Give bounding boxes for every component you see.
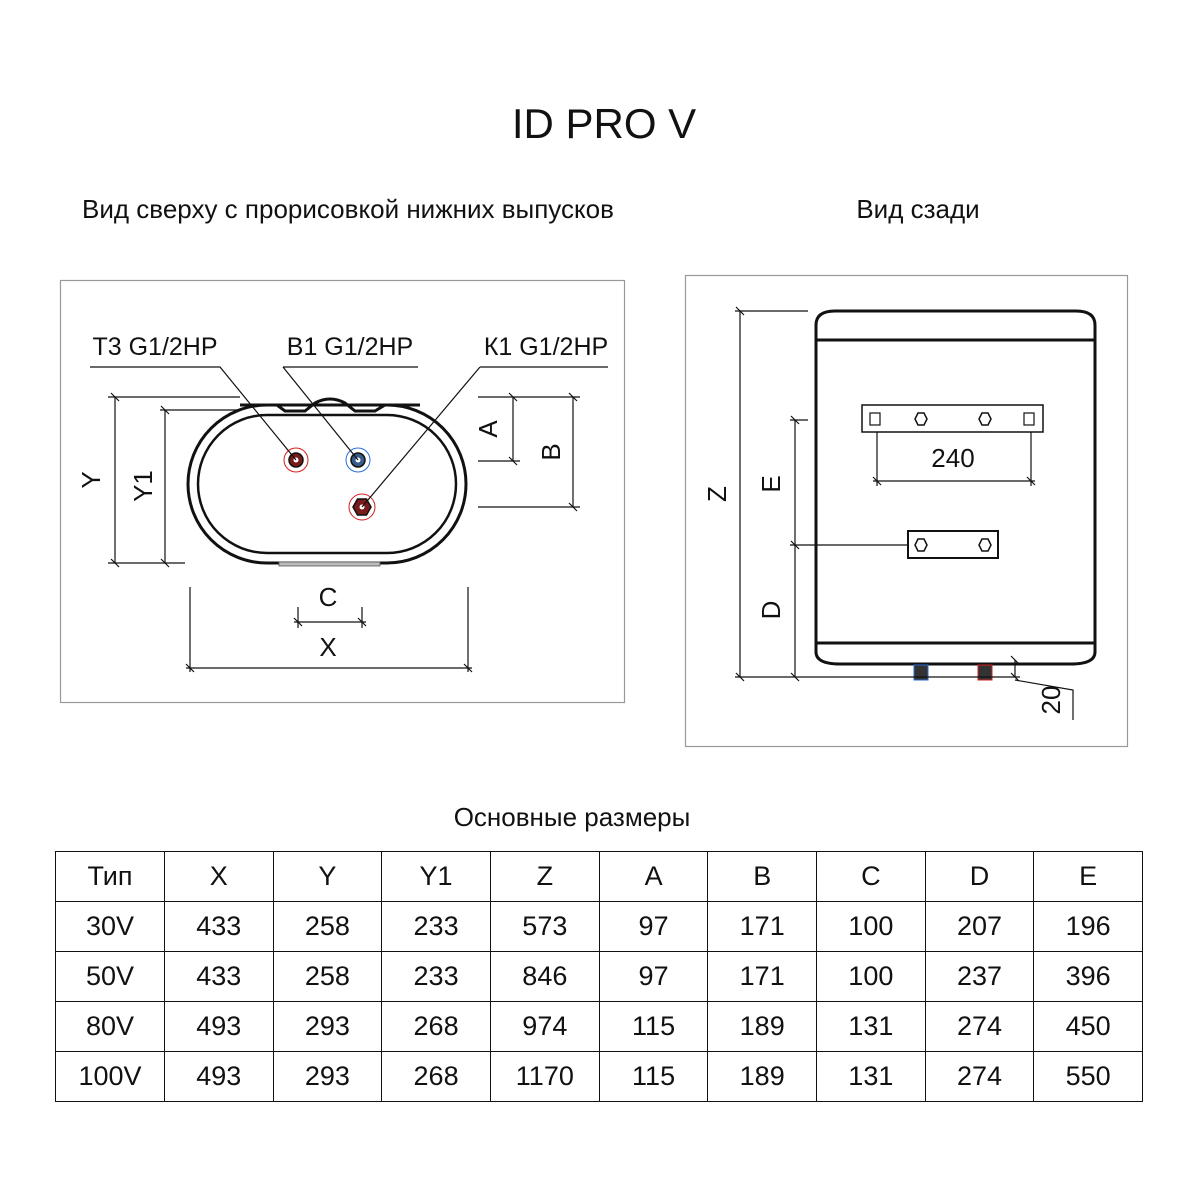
table-cell: 268 (381, 1001, 491, 1052)
cold-outlet (913, 664, 929, 681)
dim-bracket-240: 240 (931, 443, 974, 473)
table-cell: 433 (163, 951, 274, 1002)
dim-x: X (319, 632, 336, 662)
tank-bottom-cap (814, 641, 1097, 666)
label-b1: В1 G1/2HP (287, 333, 413, 361)
dim-y1: Y1 (128, 470, 158, 502)
table-header-cell: Z (489, 851, 600, 902)
tank-outline-inner (196, 413, 458, 555)
table-header-cell: Тип (55, 851, 165, 902)
table-cell: 207 (924, 901, 1035, 952)
tank-body (814, 340, 1097, 643)
dim-offset-20: 20 (1036, 686, 1066, 715)
table-header-cell: D (924, 851, 1035, 902)
dim-c: C (319, 582, 338, 612)
table-header-cell: X (163, 851, 274, 902)
table-cell: 100 (816, 901, 926, 952)
table-cell: 493 (163, 1001, 274, 1052)
table-cell: 171 (707, 901, 818, 952)
table-cell: 97 (598, 951, 709, 1002)
tank-outline-outer (186, 403, 468, 565)
lower-bracket (907, 530, 999, 559)
tank-top-cap (814, 309, 1097, 342)
table-header-cell: A (598, 851, 709, 902)
back-view-panel: 240 Z E D 20 (684, 274, 1129, 748)
table-cell: 80V (55, 1001, 165, 1052)
table-cell: 131 (816, 1051, 926, 1102)
table-cell: 50V (55, 951, 165, 1002)
dim-b: B (536, 443, 566, 460)
table-cell: 189 (707, 1051, 818, 1102)
table-cell: 493 (163, 1051, 274, 1102)
table-cell: 196 (1033, 901, 1143, 952)
table-cell: 396 (1033, 951, 1143, 1002)
dim-e: E (756, 475, 786, 492)
table-cell: 115 (598, 1051, 709, 1102)
table-cell: 258 (272, 951, 383, 1002)
table-cell: 233 (381, 951, 491, 1002)
table-cell: 237 (924, 951, 1035, 1002)
table-cell: 274 (924, 1001, 1035, 1052)
table-cell: 846 (489, 951, 600, 1002)
table-header-cell: E (1033, 851, 1143, 902)
page-title: ID PRO V (512, 100, 696, 147)
table-cell: 433 (163, 901, 274, 952)
table-cell: 258 (272, 901, 383, 952)
hot-outlet (977, 664, 993, 681)
dim-z: Z (702, 486, 732, 502)
dim-y: Y (76, 471, 106, 488)
label-k1: К1 G1/2HP (484, 333, 608, 361)
table-header-cell: B (707, 851, 818, 902)
table-header-cell: Y (272, 851, 383, 902)
table-header-cell: Y1 (381, 851, 491, 902)
table-cell: 30V (55, 901, 165, 952)
table-cell: 550 (1033, 1051, 1143, 1102)
table-cell: 450 (1033, 1001, 1143, 1052)
label-t3: Т3 G1/2HP (92, 333, 217, 361)
table-cell: 100V (55, 1051, 165, 1102)
table-cell: 131 (816, 1001, 926, 1052)
dim-a: A (473, 420, 503, 438)
table-cell: 97 (598, 901, 709, 952)
table-cell: 573 (489, 901, 600, 952)
table-cell: 115 (598, 1001, 709, 1052)
back-view-caption: Вид сзади (856, 194, 979, 224)
table-cell: 974 (489, 1001, 600, 1052)
table-cell: 171 (707, 951, 818, 1002)
upper-bracket (861, 404, 1044, 433)
table-cell: 293 (272, 1001, 383, 1052)
top-view-panel: Т3 G1/2HP В1 G1/2HP К1 G1/2HP Y Y1 A B C… (59, 279, 626, 704)
table-cell: 189 (707, 1001, 818, 1052)
table-cell: 100 (816, 951, 926, 1002)
table-cell: 268 (381, 1051, 491, 1102)
mounting-bracket (240, 397, 420, 413)
table-cell: 293 (272, 1051, 383, 1102)
dim-d: D (756, 601, 786, 620)
top-view-caption: Вид сверху с прорисовкой нижних выпусков (82, 194, 614, 224)
table-header-cell: C (816, 851, 926, 902)
table-cell: 233 (381, 901, 491, 952)
table-cell: 274 (924, 1051, 1035, 1102)
table-cell: 1170 (489, 1051, 600, 1102)
table-caption: Основные размеры (454, 802, 691, 832)
